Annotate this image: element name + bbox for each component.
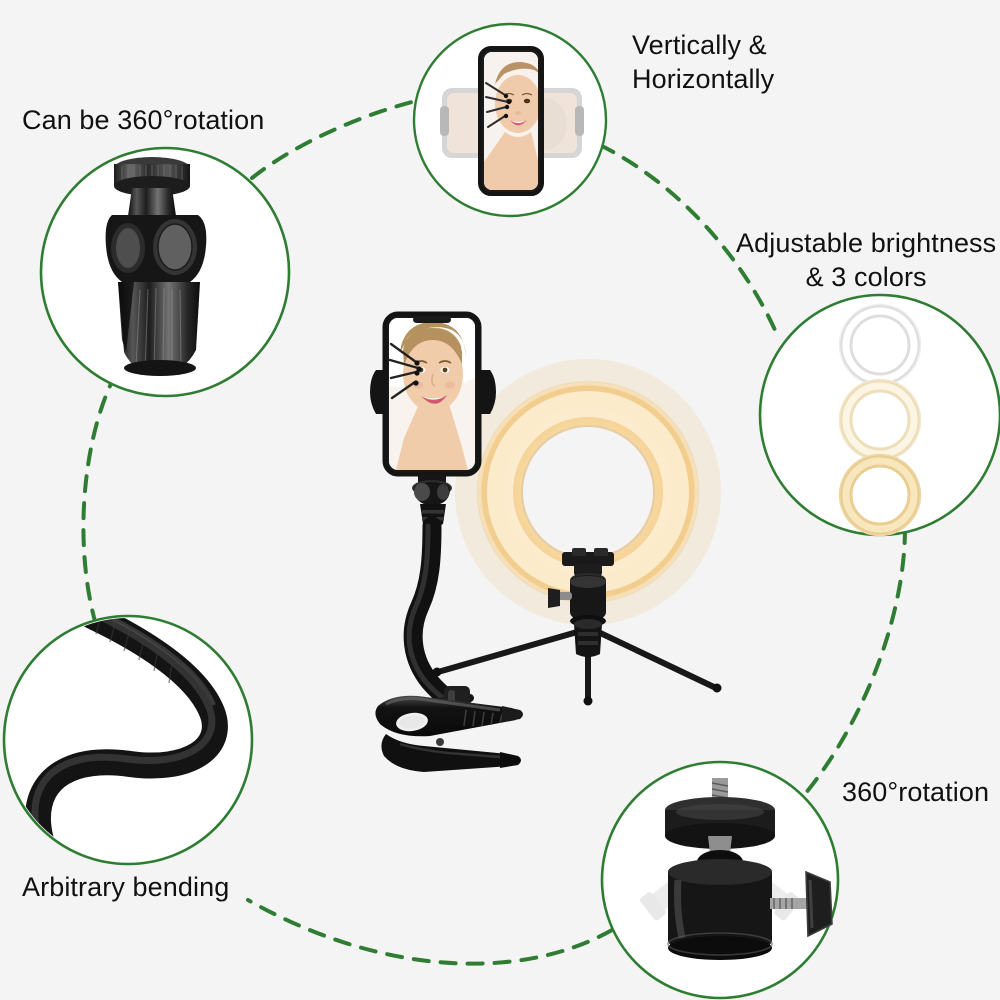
phone-vertical [478, 46, 544, 196]
label-vertically-horizontally: Vertically & Horizontally [632, 30, 775, 95]
connector-topleft-to-phone [250, 98, 422, 180]
phone-holder-ball-joint [412, 474, 452, 527]
ring-color-warm-yellow [838, 453, 922, 537]
label-adjustable-brightness: Adjustable brightness & 3 colors [736, 228, 997, 293]
connector-ballhead-to-gooseneck [246, 898, 614, 966]
label-arbitrary-bending: Arbitrary bending [22, 872, 230, 902]
label-360-rotation-bottom-right: 360°rotation [842, 777, 990, 807]
connector-brightness-to-ballhead [798, 526, 907, 802]
ring-light-mount [548, 564, 606, 657]
ball-head-illustration [665, 778, 833, 960]
gooseneck-arm [403, 516, 472, 716]
ball-head-knob-illustration [105, 157, 207, 376]
connector-phone-to-brightness [598, 143, 777, 332]
connector-gooseneck-to-topleft [81, 368, 120, 627]
label-360-rotation-top: Can be 360°rotation [22, 105, 265, 135]
phone [382, 311, 482, 477]
spring-clamp [375, 686, 523, 772]
